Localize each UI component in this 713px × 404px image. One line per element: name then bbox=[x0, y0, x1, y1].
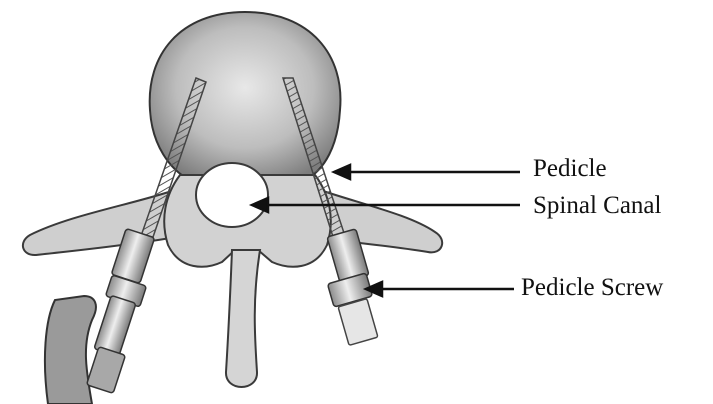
pedicle-screw-arrow bbox=[366, 282, 514, 296]
spinal-canal-label: Spinal Canal bbox=[533, 193, 661, 218]
spinal-canal bbox=[196, 163, 268, 227]
pedicle-arrow bbox=[334, 165, 520, 179]
screwdriver-tool bbox=[45, 295, 136, 404]
pedicle-screw-label: Pedicle Screw bbox=[521, 275, 663, 300]
spinous-process bbox=[226, 250, 260, 387]
pedicle-label: Pedicle bbox=[533, 156, 607, 181]
